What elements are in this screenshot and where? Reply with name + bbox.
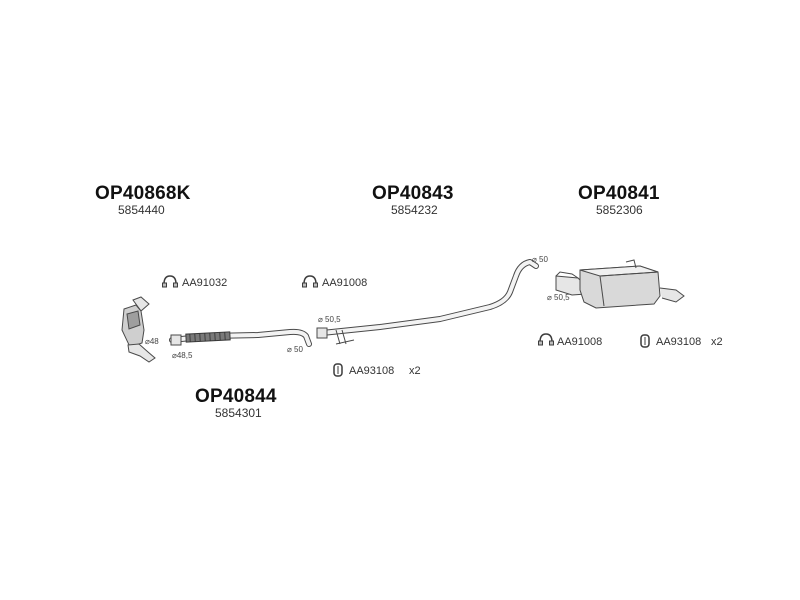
- center-pipe: [316, 259, 539, 345]
- dim-center-outlet: ⌀ 50: [532, 255, 548, 264]
- dim-pipe-outlet: ⌀ 50: [287, 345, 303, 354]
- part-code-front-pipe: OP40844: [195, 386, 277, 407]
- part-oe-rear: 5852306: [596, 203, 643, 217]
- dim-cat-outlet: ⌀48: [145, 337, 159, 346]
- part-code-front-cat: OP40868K: [95, 183, 191, 204]
- rear-silencer: [555, 259, 685, 309]
- dim-center-inlet: ⌀ 50,5: [318, 315, 341, 324]
- front-pipe: [169, 328, 312, 347]
- hanger-qty-rear: x2: [711, 336, 723, 348]
- clamp-label-front: AA91032: [182, 277, 228, 289]
- clamp-icon: [162, 274, 178, 293]
- rubber-hanger-icon: [640, 334, 650, 353]
- hanger-label-center: AA93108: [349, 365, 395, 377]
- part-oe-front-pipe: 5854301: [215, 406, 262, 420]
- catalytic-converter: [121, 296, 156, 363]
- part-oe-center: 5854232: [391, 203, 438, 217]
- rubber-hanger-icon: [333, 363, 343, 382]
- hanger-qty-center: x2: [409, 365, 421, 377]
- clamp-label-rear: AA91008: [557, 336, 603, 348]
- dim-pipe-inlet: ⌀48,5: [172, 351, 193, 360]
- dim-rear-inlet: ⌀ 50,5: [547, 293, 570, 302]
- clamp-label-center: AA91008: [322, 277, 368, 289]
- part-code-rear: OP40841: [578, 183, 660, 204]
- part-code-center: OP40843: [372, 183, 454, 204]
- hanger-label-rear: AA93108: [656, 336, 702, 348]
- clamp-icon: [302, 274, 318, 293]
- clamp-icon: [538, 332, 554, 351]
- part-oe-front-cat: 5854440: [118, 203, 165, 217]
